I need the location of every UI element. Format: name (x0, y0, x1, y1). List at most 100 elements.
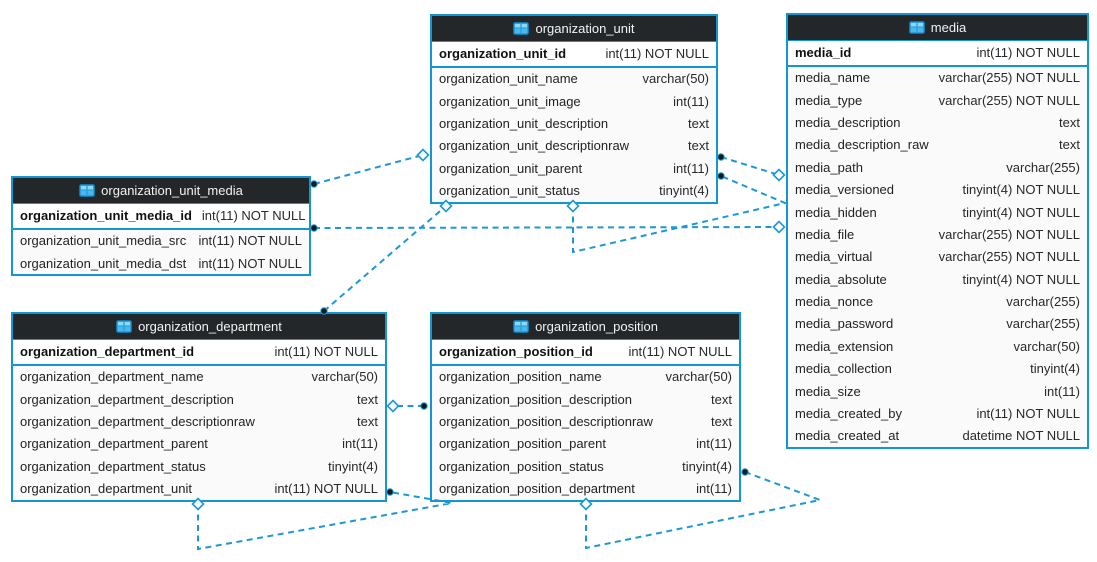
relation-organization_unit_media-organization_unit[interactable] (313, 154, 424, 185)
column-row[interactable]: media_description text (788, 111, 1087, 133)
column-row[interactable]: organization_department_descriptionraw te… (13, 410, 385, 432)
column-row[interactable]: media_created_by int(11) NOT NULL (788, 402, 1087, 424)
table-icon (513, 21, 530, 35)
column-name: media_versioned (795, 182, 895, 198)
table-header[interactable]: organization_position (432, 314, 739, 340)
column-name: organization_department_description (20, 391, 234, 407)
column-type: varchar(50) (311, 369, 378, 385)
primary-key-row[interactable]: organization_position_id int(11) NOT NUL… (432, 339, 739, 366)
column-type: text (711, 391, 732, 407)
column-name: media_password (795, 316, 894, 332)
column-type: int(11) NOT NULL (198, 233, 302, 249)
column-type: int(11) (696, 481, 732, 497)
column-name: media_name (795, 70, 871, 86)
many-side-dot-marker (717, 172, 725, 180)
column-type: text (1059, 114, 1080, 130)
column-name: organization_department_name (20, 369, 204, 385)
column-row[interactable]: media_virtual varchar(255) NOT NULL (788, 246, 1087, 268)
table-title: organization_position (535, 318, 658, 334)
column-type: varchar(50) (642, 71, 709, 87)
table-header[interactable]: organization_unit_media (13, 178, 309, 204)
table-organization_unit[interactable]: organization_unit organization_unit_id i… (430, 14, 718, 204)
one-side-diamond-marker (772, 168, 786, 182)
one-side-diamond-marker (772, 220, 786, 234)
column-type: text (357, 391, 378, 407)
column-row[interactable]: media_hidden tinyint(4) NOT NULL (788, 201, 1087, 223)
column-name: organization_department_parent (20, 436, 208, 452)
column-name: media_hidden (795, 204, 877, 220)
primary-key-row[interactable]: organization_department_id int(11) NOT N… (13, 339, 385, 366)
table-organization_department[interactable]: organization_department organization_dep… (11, 312, 387, 502)
relation-organization_unit-media[interactable] (720, 156, 780, 176)
column-type: text (688, 115, 709, 131)
relation-organization_department-organization_unit[interactable] (323, 205, 447, 312)
column-name: media_description (795, 114, 901, 130)
table-title: media (930, 19, 967, 35)
primary-key-row[interactable]: media_id int(11) NOT NULL (788, 40, 1087, 67)
column-type: tinyint(4) NOT NULL (962, 204, 1080, 220)
table-organization_position[interactable]: organization_position organization_posit… (430, 312, 741, 502)
primary-key-row[interactable]: organization_unit_media_id int(11) NOT N… (13, 203, 309, 230)
column-name: media_description_raw (795, 137, 929, 153)
relation-organization_unit_media-media[interactable] (313, 226, 780, 229)
column-type: int(11) NOT NULL (976, 406, 1080, 422)
table-title: organization_unit (535, 20, 635, 36)
column-name: media_virtual (795, 249, 873, 265)
column-name: organization_unit_descriptionraw (439, 138, 630, 154)
table-header[interactable]: organization_department (13, 314, 385, 340)
table-header[interactable]: organization_unit (432, 16, 716, 42)
primary-key-row[interactable]: organization_unit_id int(11) NOT NULL (432, 41, 716, 68)
column-name: media_size (795, 383, 861, 399)
column-type: tinyint(4) (682, 458, 732, 474)
table-organization_unit_media[interactable]: organization_unit_media organization_uni… (11, 176, 311, 277)
column-type: int(11) (342, 436, 378, 452)
table-media[interactable]: media media_id int(11) NOT NULL media_na… (786, 13, 1089, 450)
one-side-diamond-marker (416, 148, 430, 162)
column-row[interactable]: organization_department_name varchar(50) (13, 366, 385, 388)
column-name: media_created_by (795, 406, 902, 422)
column-row[interactable]: organization_department_description text (13, 388, 385, 410)
pk-field-name: organization_unit_media_id (20, 208, 192, 223)
table-icon (908, 20, 925, 34)
column-type: text (357, 413, 378, 429)
many-side-dot-marker (741, 468, 749, 476)
column-type: varchar(255) (1006, 159, 1080, 175)
column-name: organization_department_descriptionraw (20, 413, 255, 429)
table-header[interactable]: media (788, 15, 1087, 41)
column-name: media_extension (795, 338, 894, 354)
column-row[interactable]: organization_department_parent int(11) (13, 433, 385, 455)
column-type: varchar(255) NOT NULL (938, 249, 1080, 265)
